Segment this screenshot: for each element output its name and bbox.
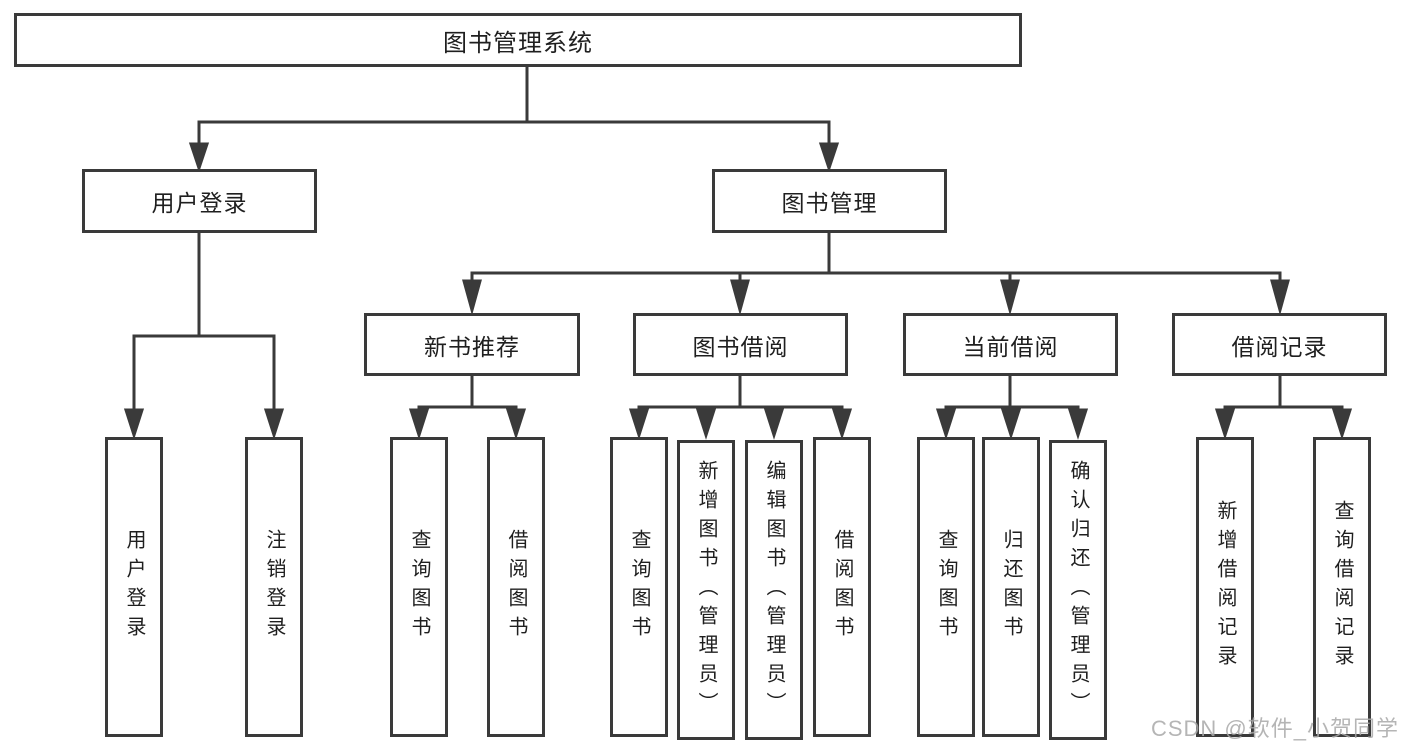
node-library-system-label: 图书管理系统 bbox=[443, 29, 593, 57]
node-leaf-query-borrow-record-label: 查询借阅记录 bbox=[1331, 500, 1353, 674]
node-leaf-confirm-return-admin-label: 确认归还（管理员） bbox=[1067, 459, 1089, 721]
node-leaf-borrow-books-label: 借阅图书 bbox=[831, 529, 853, 645]
node-leaf-query-books-borrow: 查询图书 bbox=[610, 437, 668, 737]
watermark-text: CSDN @软件_小贺同学 bbox=[1150, 716, 1399, 741]
node-book-borrowing-label: 图书借阅 bbox=[692, 333, 789, 360]
node-leaf-logout: 注销登录 bbox=[245, 437, 303, 737]
node-current-borrowing: 当前借阅 bbox=[903, 313, 1118, 376]
node-leaf-add-books-admin: 新增图书（管理员） bbox=[677, 440, 735, 740]
node-new-book-recommend: 新书推荐 bbox=[364, 313, 580, 376]
node-leaf-user-login-label: 用户登录 bbox=[123, 529, 145, 645]
node-leaf-query-books-current-label: 查询图书 bbox=[935, 529, 957, 645]
node-book-management: 图书管理 bbox=[712, 169, 947, 233]
node-leaf-user-login: 用户登录 bbox=[105, 437, 163, 737]
node-borrowing-records-label: 借阅记录 bbox=[1231, 333, 1328, 360]
node-leaf-query-books-current: 查询图书 bbox=[917, 437, 975, 737]
node-leaf-confirm-return-admin: 确认归还（管理员） bbox=[1049, 440, 1107, 740]
node-leaf-edit-books-admin: 编辑图书（管理员） bbox=[745, 440, 803, 740]
node-leaf-query-books-recommend-label: 查询图书 bbox=[408, 529, 430, 645]
node-user-login-label: 用户登录 bbox=[151, 190, 248, 216]
node-leaf-return-books-label: 归还图书 bbox=[1000, 529, 1022, 645]
node-leaf-add-borrow-record: 新增借阅记录 bbox=[1196, 437, 1254, 737]
node-leaf-borrow-books-recommend-label: 借阅图书 bbox=[505, 529, 527, 645]
node-leaf-query-books-borrow-label: 查询图书 bbox=[628, 529, 650, 645]
node-book-management-label: 图书管理 bbox=[781, 190, 878, 216]
node-leaf-query-borrow-record: 查询借阅记录 bbox=[1313, 437, 1371, 737]
node-leaf-add-borrow-record-label: 新增借阅记录 bbox=[1214, 500, 1236, 674]
node-leaf-borrow-books: 借阅图书 bbox=[813, 437, 871, 737]
node-leaf-logout-label: 注销登录 bbox=[263, 529, 285, 645]
node-book-borrowing: 图书借阅 bbox=[633, 313, 848, 376]
node-borrowing-records: 借阅记录 bbox=[1172, 313, 1387, 376]
node-leaf-add-books-admin-label: 新增图书（管理员） bbox=[695, 459, 717, 721]
node-leaf-return-books: 归还图书 bbox=[982, 437, 1040, 737]
node-leaf-query-books-recommend: 查询图书 bbox=[390, 437, 448, 737]
node-leaf-edit-books-admin-label: 编辑图书（管理员） bbox=[763, 459, 785, 721]
node-current-borrowing-label: 当前借阅 bbox=[962, 333, 1059, 360]
node-leaf-borrow-books-recommend: 借阅图书 bbox=[487, 437, 545, 737]
node-user-login: 用户登录 bbox=[82, 169, 317, 233]
node-new-book-recommend-label: 新书推荐 bbox=[424, 333, 520, 360]
node-library-system: 图书管理系统 bbox=[14, 13, 1022, 67]
